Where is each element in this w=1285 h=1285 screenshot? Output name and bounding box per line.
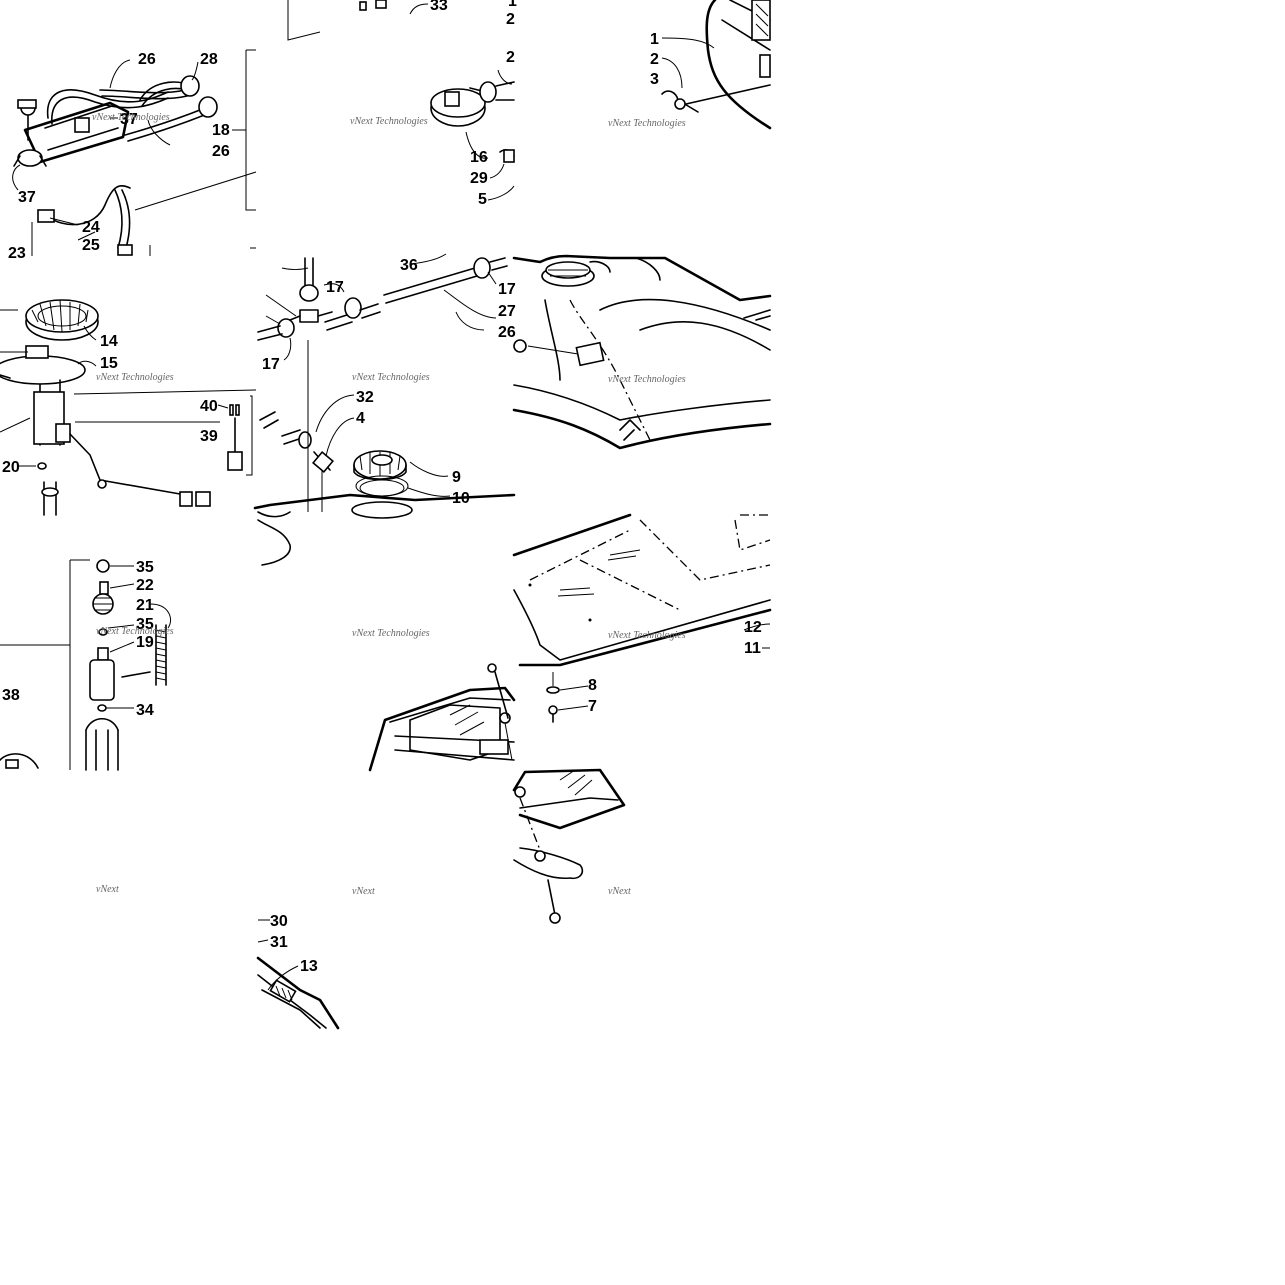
callout-26: 26: [498, 324, 516, 341]
callout-39: 39: [200, 428, 218, 445]
callout-17: 17: [326, 279, 344, 296]
callout-17: 17: [498, 281, 516, 298]
watermark: vNext Technologies: [352, 628, 430, 639]
callout-24: 24: [82, 219, 100, 236]
fuel-tank-top: [661, 0, 772, 130]
callout-11: 11: [744, 640, 761, 657]
watermark: vNext Technologies: [92, 112, 170, 123]
callout-2: 2: [506, 11, 515, 28]
callout-7: 7: [588, 698, 597, 715]
callout-9: 9: [452, 469, 461, 486]
callout-31: 31: [270, 934, 288, 951]
callout-2: 2: [506, 49, 515, 66]
callout-34: 34: [136, 702, 154, 719]
callout-12: 12: [744, 619, 762, 636]
callout-27: 27: [498, 303, 516, 320]
callout-28: 28: [200, 51, 218, 68]
bottom-partial-row: [256, 768, 626, 1030]
callout-17: 17: [262, 356, 280, 373]
callout-38: 38: [2, 687, 20, 704]
callout-29: 29: [470, 170, 488, 187]
watermark: vNext Technologies: [350, 116, 428, 127]
callout-10: 10: [452, 490, 470, 507]
callout-37: 37: [120, 111, 138, 128]
callout-23: 23: [8, 245, 26, 262]
callout-37: 37: [18, 189, 36, 206]
callout-8: 8: [588, 677, 597, 694]
callout-2: 2: [650, 51, 659, 68]
fuel-line-and-cap: [253, 253, 516, 519]
watermark: vNext: [352, 886, 375, 897]
callout-1: 1: [508, 0, 517, 10]
callout-15: 15: [100, 355, 118, 372]
fuel-pump-module: [0, 299, 257, 516]
callout-33: 33: [430, 0, 448, 14]
callout-20: 20: [2, 459, 20, 476]
pump-internals: [0, 559, 172, 771]
callout-3: 3: [650, 71, 659, 88]
callout-19: 19: [136, 634, 154, 651]
callout-26: 26: [212, 143, 230, 160]
callout-36: 36: [400, 257, 418, 274]
watermark: vNext Technologies: [352, 372, 430, 383]
callout-40: 40: [200, 398, 218, 415]
callout-16: 16: [470, 149, 488, 166]
callout-4: 4: [356, 410, 365, 427]
callout-18: 18: [212, 122, 230, 139]
callout-22: 22: [136, 577, 154, 594]
fuel-rail-assembly: [12, 49, 257, 256]
frame-plate: [487, 513, 772, 723]
callout-25: 25: [82, 237, 100, 254]
callout-26: 26: [138, 51, 156, 68]
watermark: vNext Technologies: [608, 630, 686, 641]
callout-30: 30: [270, 913, 288, 930]
watermark: vNext: [608, 886, 631, 897]
callout-14: 14: [100, 333, 118, 350]
callout-35: 35: [136, 616, 154, 633]
watermark: vNext Technologies: [96, 626, 174, 637]
sender-cap-assembly: [287, 0, 515, 201]
callout-13: 13: [300, 958, 318, 975]
watermark: vNext: [96, 884, 119, 895]
callout-5: 5: [478, 191, 487, 208]
callout-35: 35: [136, 559, 154, 576]
callout-1: 1: [650, 31, 659, 48]
tank-tray: [257, 519, 516, 772]
watermark: vNext Technologies: [608, 118, 686, 129]
fuel-tank-body: [512, 254, 772, 450]
watermark: vNext Technologies: [96, 372, 174, 383]
callout-21: 21: [136, 597, 154, 614]
watermark: vNext Technologies: [608, 374, 686, 385]
callout-32: 32: [356, 389, 374, 406]
